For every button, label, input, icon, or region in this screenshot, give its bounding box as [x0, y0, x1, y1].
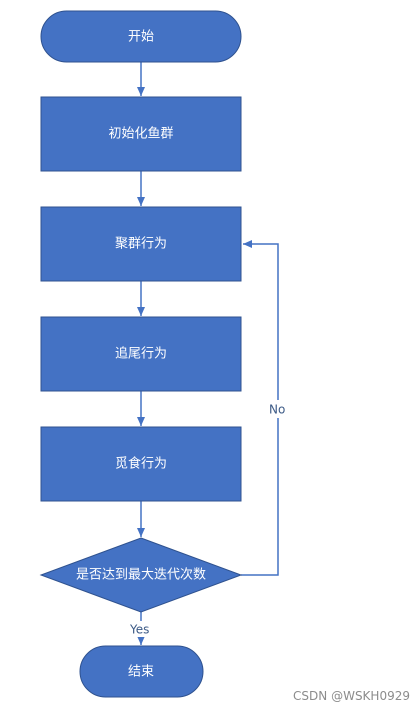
decision-diamond [39, 537, 243, 613]
end-label: 结束 [128, 665, 154, 680]
watermark: CSDN @WSKH0929 [293, 689, 410, 703]
process-init [40, 96, 242, 172]
process-prey-label: 觅食行为 [115, 456, 167, 472]
process-swarm [40, 206, 242, 282]
decision-label: 是否达到最大迭代次数 [76, 567, 206, 583]
start-label: 开始 [128, 30, 154, 45]
process-follow-label: 追尾行为 [115, 346, 167, 362]
edge-label-no: No [269, 403, 285, 417]
start-terminator [40, 10, 242, 63]
edge-label-yes: Yes [129, 623, 149, 637]
process-swarm-label: 聚群行为 [115, 237, 167, 252]
process-prey [40, 426, 242, 502]
end-terminator [79, 645, 204, 698]
process-init-label: 初始化鱼群 [108, 126, 173, 142]
process-follow [40, 316, 242, 392]
